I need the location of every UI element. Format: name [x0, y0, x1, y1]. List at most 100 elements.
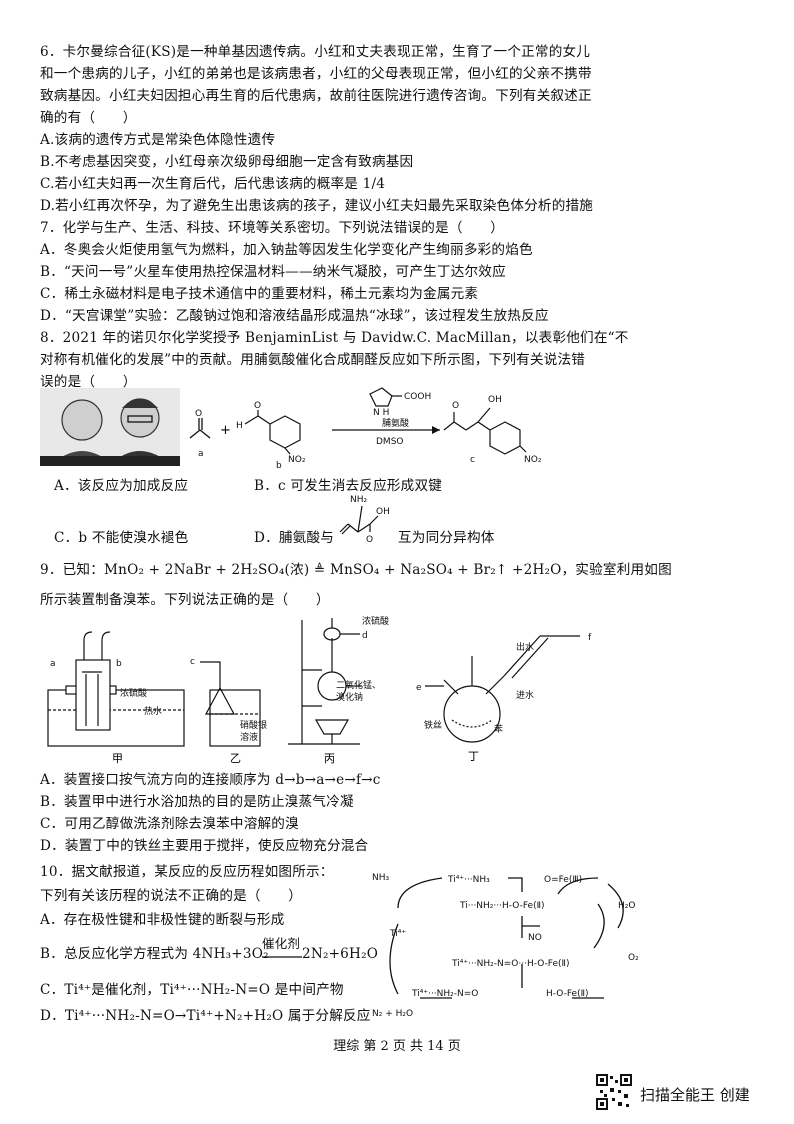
q10-cycle-diagram: NH₃ Ti⁴⁺···NH₃ O=Fe(Ⅲ) Ti···NH₂···H-O-Fe…: [372, 873, 639, 1019]
ding-label-iron: 铁丝: [424, 719, 442, 731]
q10-option-b-prefix: B．总反应化学方程式为 4NH₃+3O₂: [40, 946, 269, 962]
c-nitro: NO₂: [524, 455, 542, 465]
c-hydroxyl: OH: [488, 395, 502, 405]
apparatus-ding: [425, 635, 580, 743]
isomer-nh2: NH₂: [350, 495, 368, 505]
q8-reaction-scheme: O a + H O NO₂ b COOH N H 脯氨酸 DMSO O OH N…: [40, 387, 542, 470]
molecule-c: [443, 407, 527, 455]
q6-option-b: B.不考虑基因突变，小红母亲次级卵母细胞一定含有致病基因: [40, 154, 414, 170]
cycle-ti-nh3: Ti⁴⁺···NH₃: [447, 875, 490, 885]
q7-option-c: C．稀土永磁材料是电子技术通信中的重要材料，稀土元素均为金属元素: [40, 286, 479, 302]
apparatus-jia: [47, 631, 185, 747]
q9-option-c: C．可用乙醇做洗涤剂除去溴苯中溶解的溴: [40, 816, 299, 832]
cycle-ti-nh2no: Ti⁴⁺···NH₂-N=O: [411, 989, 478, 999]
reaction-arrowhead: [432, 426, 440, 434]
q8-isomer-structure: NH₂ OH O: [339, 495, 390, 545]
catalyst-structure: [369, 387, 402, 407]
catalyst-name: 脯氨酸: [382, 417, 409, 429]
q8-option-d-prefix: D．脯氨酸与: [254, 530, 335, 546]
scanner-brand: 扫描全能王 创建: [640, 1086, 750, 1104]
cycle-hofe: H-O-Fe(Ⅱ): [546, 989, 589, 999]
yi-label-agno3-2: 溶液: [240, 731, 258, 743]
bing-label-mno2-2: 溴化钠: [336, 691, 363, 703]
cycle-n2-h2o: N₂ + H₂O: [372, 1009, 413, 1019]
q6-stem-line4: 确的有（ ）: [40, 110, 137, 126]
q8-option-a: A．该反应为加成反应: [54, 478, 189, 494]
catalyst-nh: N H: [373, 408, 389, 418]
cycle-nh3: NH₃: [372, 873, 390, 883]
q8-stem-line1: 8．2021 年的诺贝尔化学奖授予 BenjaminList 与 Davidw.…: [40, 330, 629, 346]
q9-stem-line2: 所示装置制备溴苯。下列说法正确的是（ ）: [40, 592, 330, 608]
q7-stem: 7．化学与生产、生活、科技、环境等关系密切。下列说法错误的是（ ）: [40, 220, 505, 236]
yi-label-agno3-1: 硝酸银: [240, 719, 267, 731]
yi-caption: 乙: [230, 752, 241, 765]
q9-option-d: D．装置丁中的铁丝主要用于搅拌，使反应物充分混合: [40, 838, 369, 854]
jia-label-hot-water: 热水: [144, 705, 162, 717]
cycle-o2: O₂: [628, 953, 639, 963]
ding-caption: 丁: [468, 750, 479, 763]
qr-code-icon: [596, 1074, 632, 1110]
label-a: a: [198, 449, 204, 459]
port-d: d: [362, 631, 368, 641]
q8-option-c: C．b 不能使溴水褪色: [54, 530, 189, 546]
jia-caption: 甲: [112, 752, 123, 765]
solvent: DMSO: [376, 437, 404, 447]
isomer-oxygen: O: [366, 535, 373, 545]
q6-option-a: A.该病的遗传方式是常染色体隐性遗传: [40, 132, 276, 148]
isomer-oh: OH: [376, 507, 390, 517]
port-c: c: [190, 657, 195, 667]
q10-option-b-suffix: 2N₂+6H₂O: [302, 946, 379, 962]
q6-stem-line3: 致病基因。小红夫妇因担心再生育的后代患病，故前往医院进行遗传咨询。下列有关叙述正: [40, 88, 592, 104]
label-c: c: [470, 455, 475, 465]
q8-option-b: B．c 可发生消去反应形成双键: [254, 478, 443, 494]
port-b: b: [116, 659, 122, 669]
bing-label-mno2-1: 二氧化锰、: [336, 679, 381, 691]
q7-option-b: B．“天问一号”火星车使用热控保温材料——纳米气凝胶，可产生丁达尔效应: [40, 264, 506, 280]
port-f: f: [588, 633, 592, 643]
cycle-ti-nh2no-hofe: Ti⁴⁺···NH₂-N=O···H-O-Fe(Ⅱ): [451, 959, 569, 969]
q7-option-a: A．冬奥会火炬使用氢气为燃料，加入钠盐等因发生化学变化产生绚丽多彩的焰色: [40, 242, 533, 258]
cycle-ti-nh2-hofe: Ti···NH₂···H-O-Fe(Ⅱ): [459, 901, 545, 911]
q8-option-d-suffix: 互为同分异构体: [398, 530, 495, 546]
q10-option-b-arrow: [262, 956, 302, 958]
c-oxygen: O: [452, 401, 459, 411]
q6-stem-line1: 6．卡尔曼综合征(KS)是一种单基因遗传病。小红和丈夫表现正常，生育了一个正常的…: [40, 44, 591, 60]
ding-label-benzene: 苯: [494, 723, 503, 735]
port-e: e: [416, 683, 422, 693]
q10-option-d: D．Ti⁴⁺···NH₂-N=O→Ti⁴⁺+N₂+H₂O 属于分解反应: [40, 1008, 371, 1024]
apparatus-bing: [288, 618, 362, 745]
q10-option-c: C．Ti⁴⁺是催化剂，Ti⁴⁺···NH₂-N=O 是中间产物: [40, 982, 344, 998]
ding-label-water-in: 进水: [516, 689, 534, 701]
q7-option-d: D．“天宫课堂”实验：乙酸钠过饱和溶液结晶形成温热“冰球”，该过程发生放热反应: [40, 308, 549, 324]
q8-stem-line3: 误的是（ ）: [40, 374, 137, 390]
q6-option-d: D.若小红再次怀孕，为了避免生出患该病的孩子，建议小红夫妇最先采取染色体分析的措…: [40, 198, 594, 214]
b-oxygen: O: [254, 401, 261, 411]
q8-stem-line2: 对称有机催化的发展”中的贡献。用脯氨酸催化合成酮醛反应如下所示图，下列有关说法错: [40, 352, 586, 368]
bing-caption: 丙: [324, 752, 335, 765]
q9-apparatus: a b 浓硫酸 热水 甲 c 硝酸银 溶液 乙 浓硫酸 d 二氧化锰、 溴化钠 …: [47, 615, 592, 765]
page-footer: 理综 第 2 页 共 14 页: [333, 1039, 461, 1054]
cycle-h2o: H₂O: [618, 901, 635, 911]
q9-stem-line1: 9．已知：MnO₂ + 2NaBr + 2H₂SO₄(浓) ≜ MnSO₄ + …: [40, 562, 672, 578]
q10-option-a: A．存在极性键和非极性键的断裂与形成: [40, 912, 285, 928]
molecule-a: [189, 418, 211, 439]
a-oxygen: O: [195, 409, 202, 419]
bing-label-conc: 浓硫酸: [362, 615, 389, 627]
q6-option-c: C.若小红夫妇再一次生育后代，后代患该病的概率是 1/4: [40, 176, 386, 192]
q6-stem-line2: 和一个患病的儿子，小红的弟弟也是该病患者，小红的父母表现正常，但小红的父亲不携带: [40, 66, 592, 82]
cycle-arc-top: [397, 877, 443, 909]
molecule-b: [244, 410, 301, 455]
cycle-no: NO: [528, 933, 542, 943]
q10-stem-line2: 下列有关该历程的说法不正确的是（ ）: [40, 888, 303, 904]
q10-stem-line1: 10．据文献报道，某反应的反应历程如图所示：: [40, 864, 334, 880]
plus-sign: +: [220, 423, 231, 438]
laureates-photo: [40, 388, 180, 466]
q9-option-a: A．装置接口按气流方向的连接顺序为 d→b→a→e→f→c: [40, 772, 381, 788]
b-hydrogen: H: [236, 421, 243, 431]
q10-option-b-catalyst: 催化剂: [262, 936, 301, 951]
label-b: b: [276, 461, 282, 470]
catalyst-cooh: COOH: [404, 392, 431, 402]
apparatus-yi: [200, 661, 261, 747]
cycle-ti4: Ti⁴⁺: [389, 929, 406, 939]
cycle-ofe3: O=Fe(Ⅲ): [544, 875, 582, 885]
